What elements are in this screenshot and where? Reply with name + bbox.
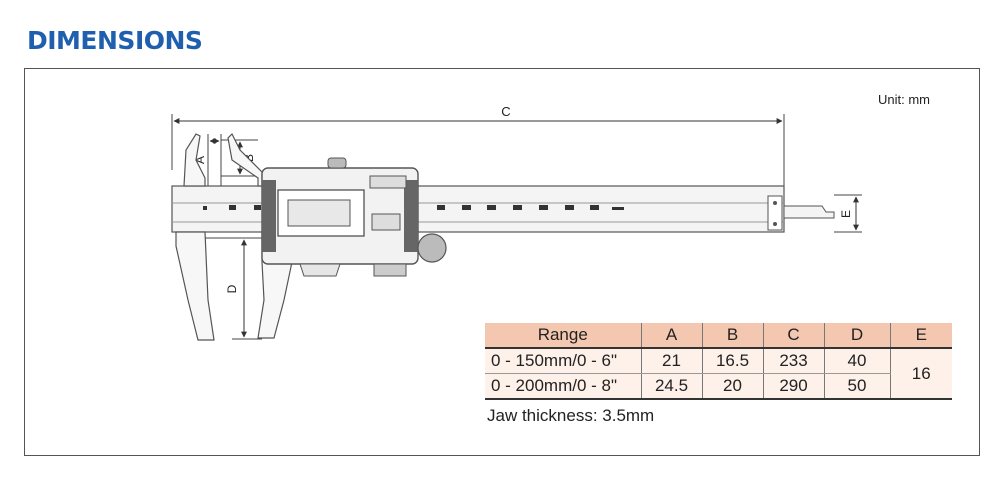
label-e: E: [839, 210, 853, 218]
unit-label: Unit: mm: [878, 92, 930, 107]
table-row: 0 - 200mm/0 - 8" 24.5 20 290 50: [485, 373, 952, 400]
table-row: 0 - 150mm/0 - 6" 21 16.5 233 40 16: [485, 348, 952, 400]
label-b: B: [242, 154, 256, 162]
dimension-b: B: [221, 139, 258, 177]
cell-a: 21: [640, 348, 703, 374]
page-title: DIMENSIONS: [27, 26, 203, 55]
label-c: C: [501, 104, 510, 119]
cell-d: 50: [823, 373, 891, 400]
cell-c: 233: [762, 348, 825, 374]
cell-range: 0 - 200mm/0 - 8": [485, 373, 642, 400]
dimension-d: D: [205, 237, 262, 340]
header-d: D: [823, 323, 891, 349]
dimension-c: C: [171, 104, 785, 186]
cell-e: 16: [889, 348, 952, 400]
cell-b: 20: [701, 373, 764, 400]
cell-range: 0 - 150mm/0 - 6": [485, 348, 642, 374]
specification-table: Range A B C D E 0 - 150mm/0 - 6" 21 16.5…: [485, 323, 952, 400]
fixed-jaw: [175, 133, 215, 341]
header-a: A: [640, 323, 703, 349]
label-a: A: [193, 156, 207, 164]
dimension-a: A: [193, 134, 222, 195]
label-d: D: [225, 284, 239, 293]
jaw-thickness-note: Jaw thickness: 3.5mm: [487, 406, 655, 425]
cell-d: 40: [823, 348, 891, 374]
dimension-e: E: [834, 194, 862, 233]
slider-body: [261, 157, 447, 277]
cell-a: 24.5: [640, 373, 703, 400]
dimensions-frame: [24, 68, 980, 456]
cell-b: 16.5: [701, 348, 764, 374]
table-header-row: Range A B C D E: [485, 323, 952, 349]
header-b: B: [701, 323, 764, 349]
header-range: Range: [485, 323, 642, 349]
cell-c: 290: [762, 373, 825, 400]
header-e: E: [889, 323, 952, 349]
header-c: C: [762, 323, 825, 349]
scale-marks: [203, 205, 624, 210]
